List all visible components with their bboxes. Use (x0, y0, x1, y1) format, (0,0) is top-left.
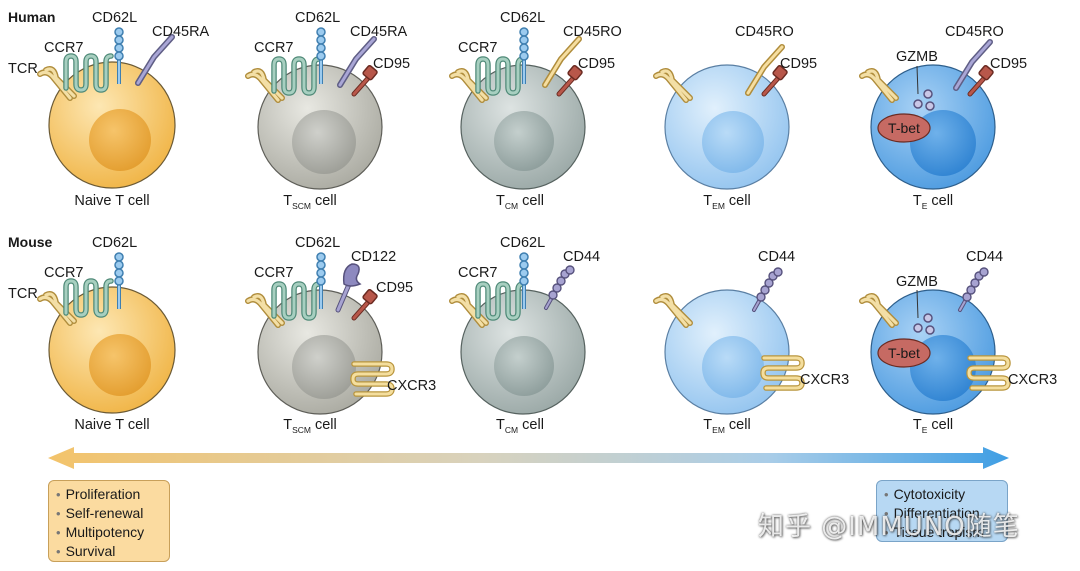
human-tscm-cell-name: TSCM cell (283, 193, 337, 211)
properties-box-left: Proliferation Self-renewal Multipotency … (48, 480, 170, 562)
row-label-mouse: Mouse (8, 234, 53, 250)
human-te-gzmb-label: GZMB (896, 49, 938, 65)
watermark: 知乎 @IMMUNO随笔 (758, 512, 1020, 542)
mouse-te-gzmb-label: GZMB (896, 274, 938, 290)
human-te-cd45ro-label: CD45RO (945, 24, 1004, 40)
human-tcm-cell-name: TCM cell (496, 193, 544, 211)
mouse-tcm-cell-name: TCM cell (496, 417, 544, 435)
human-tscm-cell: CCR7 CD62L CD45RA CD95 TSCM cell (248, 10, 410, 211)
mouse-naive-tcr-label: TCR (8, 286, 38, 302)
human-naive-cell-name: Naive T cell (74, 193, 149, 209)
property-item: Multipotency (56, 523, 162, 542)
mouse-tscm-cell-name: TSCM cell (283, 417, 337, 435)
mouse-naive-cd62l-label: CD62L (92, 235, 137, 251)
mouse-tcm-cd44-label: CD44 (563, 249, 600, 265)
mouse-tscm-cell: CCR7 CD62L CD122 CD95 CXCR3 TSCM cell (248, 235, 436, 435)
differentiation-gradient-arrow (48, 447, 1009, 469)
human-tscm-cd45ra-label: CD45RA (350, 24, 408, 40)
human-tem-cd45ro-label: CD45RO (735, 24, 794, 40)
mouse-tscm-cd62l-label: CD62L (295, 235, 340, 251)
mouse-tcm-ccr7-label: CCR7 (458, 265, 497, 281)
mouse-tscm-ccr7-label: CCR7 (254, 265, 293, 281)
property-item: Tissue tropism (884, 523, 1000, 541)
human-tcm-cd95-label: CD95 (578, 56, 615, 72)
human-tem-cd95-label: CD95 (780, 56, 817, 72)
human-tcm-cd45ro-label: CD45RO (563, 24, 622, 40)
mouse-naive-ccr7-label: CCR7 (44, 265, 83, 281)
mouse-tem-cd44-label: CD44 (758, 249, 795, 265)
property-item: Cytotoxicity (884, 485, 1000, 504)
mouse-tem-cxcr3-label: CXCR3 (800, 372, 849, 388)
human-naive-cell: TCR CCR7 CD62L CD45RA Naive T cell (8, 10, 210, 209)
human-te-cd95-label: CD95 (990, 56, 1027, 72)
human-naive-cd62l-label: CD62L (92, 10, 137, 26)
property-item: Survival (56, 542, 162, 561)
mouse-naive-cell-name: Naive T cell (74, 417, 149, 433)
mouse-tcm-cd62l-label: CD62L (500, 235, 545, 251)
mouse-te-cd44-label: CD44 (966, 249, 1003, 265)
mouse-tscm-cd122-label: CD122 (351, 249, 396, 265)
human-tscm-ccr7-label: CCR7 (254, 40, 293, 56)
mouse-tcm-cell: CCR7 CD62L CD44 TCM cell (452, 235, 600, 435)
mouse-te-cell: T-bet GZMB CD44 CXCR3 TE cell (862, 249, 1057, 435)
mouse-te-cxcr3-label: CXCR3 (1008, 372, 1057, 388)
human-te-tbet-label: T-bet (888, 120, 920, 136)
mouse-te-tbet-label: T-bet (888, 345, 920, 361)
human-tscm-cd95-label: CD95 (373, 56, 410, 72)
human-te-cell-name: TE cell (913, 193, 953, 211)
human-naive-tcr-label: TCR (8, 61, 38, 77)
human-tscm-cd62l-label: CD62L (295, 10, 340, 26)
human-tcm-cell: CCR7 CD62L CD45RO CD95 TCM cell (452, 10, 622, 211)
human-tcm-ccr7-label: CCR7 (458, 40, 497, 56)
human-tcm-cd62l-label: CD62L (500, 10, 545, 26)
properties-box-right: Cytotoxicity Differentiation Tissue trop… (876, 480, 1008, 542)
mouse-tscm-cxcr3-label: CXCR3 (387, 378, 436, 394)
mouse-tem-cell-name: TEM cell (703, 417, 750, 435)
human-tem-cell-name: TEM cell (703, 193, 750, 211)
mouse-naive-cell: TCR CCR7 CD62L Naive T cell (8, 235, 176, 433)
row-label-human: Human (8, 9, 55, 25)
mouse-tem-cell: CD44 CXCR3 TEM cell (656, 249, 849, 435)
property-item: Proliferation (56, 485, 162, 504)
human-tem-cell: CD45RO CD95 TEM cell (656, 24, 817, 211)
mouse-tscm-cd95-label: CD95 (376, 280, 413, 296)
property-item: Self-renewal (56, 504, 162, 523)
mouse-te-cell-name: TE cell (913, 417, 953, 435)
human-naive-cd45ra-label: CD45RA (152, 24, 210, 40)
human-naive-ccr7-label: CCR7 (44, 40, 83, 56)
property-item: Differentiation (884, 504, 1000, 523)
human-te-cell: T-bet GZMB CD45RO CD95 TE cell (862, 24, 1027, 211)
